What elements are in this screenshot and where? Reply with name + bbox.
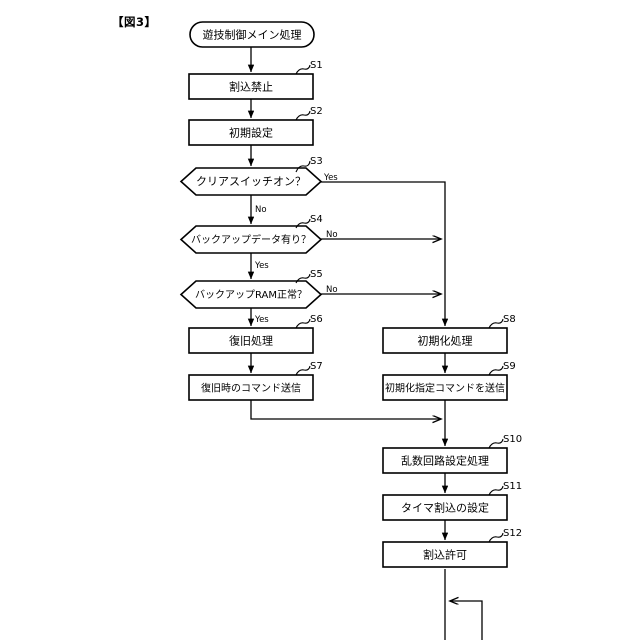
leader-s8 bbox=[488, 318, 504, 329]
node-s4: バックアップデータ有り？ bbox=[179, 225, 323, 254]
node-start-label: 遊技制御メイン処理 bbox=[203, 28, 302, 42]
branch-label-s3-no: No bbox=[255, 205, 267, 215]
step-label-s8: S8 bbox=[503, 314, 516, 325]
step-label-s11: S11 bbox=[503, 481, 522, 492]
leader-s10 bbox=[488, 438, 504, 449]
node-s1: 割込禁止 bbox=[188, 73, 314, 100]
leader-s12 bbox=[488, 532, 504, 543]
leader-s3 bbox=[295, 160, 311, 173]
step-label-s2: S2 bbox=[310, 106, 323, 117]
leader-s7 bbox=[295, 365, 311, 376]
node-s9-label: 初期化指定コマンドを送信 bbox=[385, 382, 505, 395]
step-label-s9: S9 bbox=[503, 361, 516, 372]
node-s8: 初期化処理 bbox=[382, 327, 508, 354]
node-s8-label: 初期化処理 bbox=[418, 334, 473, 348]
node-s4-label: バックアップデータ有り？ bbox=[191, 233, 311, 246]
node-s5: バックアップRAM正常？ bbox=[179, 280, 323, 309]
step-label-s7: S7 bbox=[310, 361, 323, 372]
step-label-s3: S3 bbox=[310, 156, 323, 167]
node-s3-label: クリアスイッチオン？ bbox=[196, 175, 306, 188]
leader-s4 bbox=[295, 218, 311, 229]
step-label-s4: S4 bbox=[310, 214, 323, 225]
edge-s7-to-trunk bbox=[250, 400, 441, 419]
node-s6-label: 復旧処理 bbox=[229, 335, 273, 348]
step-label-s6: S6 bbox=[310, 314, 323, 325]
branch-label-s4-no: No bbox=[326, 230, 338, 240]
loop-back-return-path bbox=[450, 601, 483, 640]
node-s10-label: 乱数回路設定処理 bbox=[401, 454, 489, 468]
leader-s2 bbox=[295, 110, 311, 121]
node-s10: 乱数回路設定処理 bbox=[382, 447, 508, 474]
node-s12-label: 割込許可 bbox=[423, 548, 467, 562]
step-label-s12: S12 bbox=[503, 528, 522, 539]
node-s3: クリアスイッチオン？ bbox=[179, 167, 323, 196]
leader-s1 bbox=[295, 64, 311, 75]
branch-label-s4-yes: Yes bbox=[254, 261, 269, 271]
step-label-s5: S5 bbox=[310, 269, 323, 280]
node-s1-label: 割込禁止 bbox=[229, 80, 273, 94]
step-label-s1: S1 bbox=[310, 60, 323, 71]
node-s5-label: バックアップRAM正常？ bbox=[195, 288, 307, 301]
branch-label-s3-yes: Yes bbox=[323, 173, 338, 183]
node-s12: 割込許可 bbox=[382, 541, 508, 568]
figure-number-label: 【図3】 bbox=[112, 15, 157, 29]
node-s7: 復旧時のコマンド送信 bbox=[188, 374, 314, 401]
branch-label-s5-no: No bbox=[326, 285, 338, 295]
node-s7-label: 復旧時のコマンド送信 bbox=[201, 382, 301, 395]
branch-label-s5-yes: Yes bbox=[254, 315, 269, 325]
node-s6: 復旧処理 bbox=[188, 327, 314, 354]
node-s2-label: 初期設定 bbox=[229, 126, 273, 140]
leader-s6 bbox=[295, 318, 311, 329]
node-start: 遊技制御メイン処理 bbox=[189, 21, 315, 48]
node-s2: 初期設定 bbox=[188, 119, 314, 146]
node-s11: タイマ割込の設定 bbox=[382, 494, 508, 521]
edge-s3-yes-to-s8 bbox=[321, 181, 449, 327]
step-label-s10: S10 bbox=[503, 434, 522, 445]
leader-s9 bbox=[488, 365, 504, 376]
leader-s11 bbox=[488, 485, 504, 496]
node-s11-label: タイマ割込の設定 bbox=[401, 501, 489, 515]
leader-s5 bbox=[295, 273, 311, 284]
node-s9: 初期化指定コマンドを送信 bbox=[382, 374, 508, 401]
